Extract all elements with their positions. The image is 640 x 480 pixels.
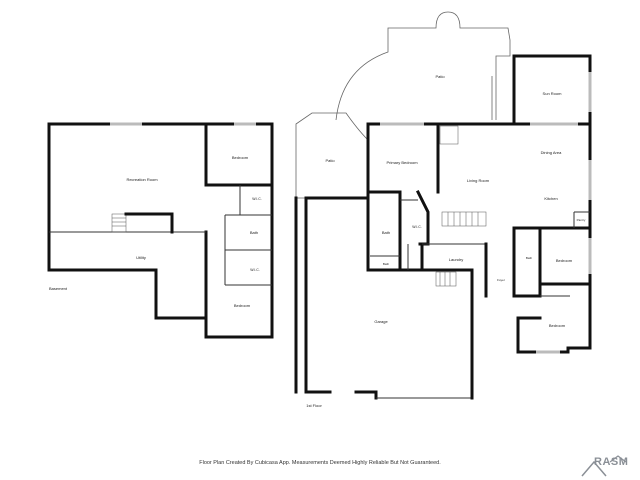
room-label-wic-basement-bottom: W.I.C. — [250, 268, 260, 272]
house-exterior-wall — [366, 122, 592, 354]
first-floor-stairs — [441, 211, 487, 227]
rasm-logo-icon — [581, 455, 627, 477]
first-floor-plan: Patio Sun Room Patio Primary Bedroom Liv… — [294, 11, 592, 408]
room-label-primary-bedroom: Primary Bedroom — [386, 160, 418, 165]
house-wall — [415, 189, 430, 246]
room-label-recreation: Recreation Room — [126, 177, 158, 182]
patio-outline-top — [335, 11, 511, 121]
disclaimer-footer: Floor Plan Created By Cubicasa App. Meas… — [199, 460, 441, 466]
room-label-patio-left: Patio — [325, 158, 335, 163]
basement-stairs — [111, 213, 127, 233]
room-label-pantry: Pantry — [577, 218, 586, 222]
basement-plan: Recreation Room Bedroom W.I.C. Bath Util… — [47, 122, 274, 339]
room-label-laundry: Laundry — [449, 257, 463, 262]
entry-steps — [435, 271, 457, 287]
room-label-dining-area: Dining Area — [541, 150, 562, 155]
room-label-bedroom-bottom: Bedroom — [549, 323, 566, 328]
room-label-garage: Garage — [374, 319, 388, 324]
room-label-foyer: Foyer — [497, 278, 505, 282]
room-label-sun-room: Sun Room — [543, 91, 563, 96]
floor-label-basement: Basement — [49, 286, 68, 291]
room-label-kitchen: Kitchen — [544, 196, 557, 201]
room-label-patio-top: Patio — [435, 74, 445, 79]
sun-room-wall — [512, 54, 592, 126]
room-label-bath-small: Bath — [383, 262, 390, 266]
room-label-bedroom-basement-bottom: Bedroom — [234, 303, 251, 308]
fireplace — [439, 125, 459, 145]
brand-name: RASM — [594, 456, 629, 468]
room-label-bedroom-basement-top: Bedroom — [232, 155, 249, 160]
patio-outline-left — [295, 112, 369, 199]
room-label-bath-right: Bath — [526, 256, 533, 260]
room-label-bedroom-right: Bedroom — [556, 258, 573, 263]
room-label-utility: Utility — [136, 255, 146, 260]
room-label-bath-primary: Bath — [382, 230, 390, 235]
floor-label-first: 1st Floor — [306, 403, 322, 408]
room-label-wic-basement-top: W.I.C. — [252, 197, 262, 201]
room-label-bath-basement: Bath — [250, 230, 258, 235]
room-label-wic-first: W.I.C. — [412, 225, 422, 229]
room-label-living-room: Living Room — [467, 178, 490, 183]
brand-logo: RASM — [588, 456, 640, 480]
